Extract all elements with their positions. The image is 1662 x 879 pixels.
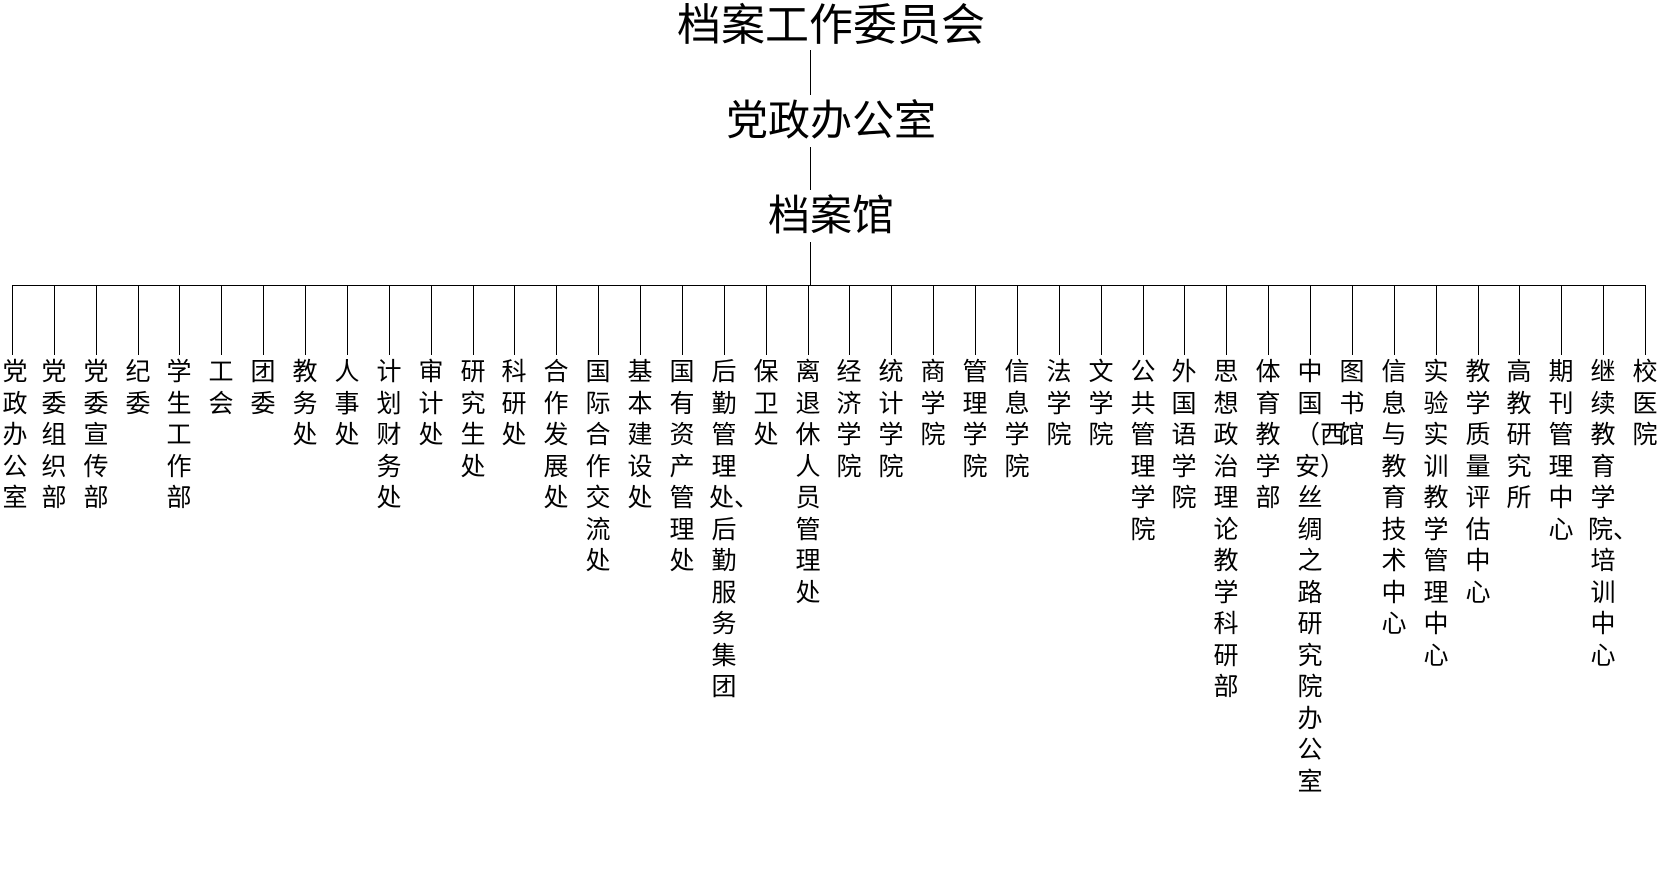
child-connector-16 — [682, 285, 683, 355]
child-connector-28 — [1184, 285, 1185, 355]
connector-root-to-second — [810, 50, 811, 95]
child-connector-8 — [347, 285, 348, 355]
child-unit-label-16: 国有资产管理处 — [669, 357, 695, 575]
child-unit-label-27: 公共管理学院 — [1130, 357, 1156, 544]
child-unit-label-33: 信息与教育技术中心 — [1381, 357, 1407, 638]
child-connector-18 — [766, 285, 767, 355]
child-connector-34 — [1436, 285, 1437, 355]
child-unit-label-24: 信息学院 — [1004, 357, 1030, 481]
child-unit-label-30: 体育教学部 — [1255, 357, 1281, 512]
second-node-party-office: 党政办公室 — [725, 96, 936, 145]
child-unit-label-26: 文学院 — [1088, 357, 1114, 449]
child-connector-22 — [933, 285, 934, 355]
child-unit-label-31: 中国（西安）丝绸之路研究院办公室 — [1295, 357, 1346, 796]
child-connector-12 — [514, 285, 515, 355]
child-connector-36 — [1519, 285, 1520, 355]
child-connector-4 — [179, 285, 180, 355]
child-connector-31 — [1310, 285, 1311, 355]
child-connector-9 — [389, 285, 390, 355]
child-connector-32 — [1352, 285, 1353, 355]
child-unit-label-15: 基本建设处 — [627, 357, 653, 512]
child-unit-label-19: 离退休人员管理处 — [795, 357, 821, 607]
child-unit-label-5: 工会 — [208, 357, 234, 418]
child-connector-33 — [1394, 285, 1395, 355]
child-connector-20 — [849, 285, 850, 355]
child-connector-35 — [1478, 285, 1479, 355]
child-unit-label-17: 后勤管理处、后勤服务集团 — [709, 357, 760, 701]
child-connector-7 — [305, 285, 306, 355]
child-connector-6 — [263, 285, 264, 355]
child-connector-19 — [808, 285, 809, 355]
child-unit-label-25: 法学院 — [1046, 357, 1072, 449]
child-unit-label-1: 党委组织部 — [41, 357, 67, 512]
child-unit-label-36: 高教研究所 — [1506, 357, 1532, 512]
child-unit-label-6: 团委 — [250, 357, 276, 418]
child-unit-label-18: 保卫处 — [753, 357, 779, 449]
child-connector-39 — [1645, 285, 1646, 355]
child-connector-24 — [1017, 285, 1018, 355]
child-connector-37 — [1561, 285, 1562, 355]
child-connector-1 — [54, 285, 55, 355]
child-unit-label-13: 合作发展处 — [543, 357, 569, 512]
child-connector-15 — [640, 285, 641, 355]
connector-third-to-bus — [810, 242, 811, 285]
child-unit-label-35: 教学质量评估中心 — [1465, 357, 1491, 607]
child-connector-3 — [138, 285, 139, 355]
child-unit-label-22: 商学院 — [920, 357, 946, 449]
child-connector-30 — [1268, 285, 1269, 355]
child-unit-label-4: 学生工作部 — [166, 357, 192, 512]
child-unit-label-21: 统计学院 — [878, 357, 904, 481]
child-connector-5 — [221, 285, 222, 355]
child-connector-13 — [556, 285, 557, 355]
child-unit-label-14: 国际合作交流处 — [585, 357, 611, 575]
connector-second-to-third — [810, 147, 811, 190]
child-unit-label-20: 经济学院 — [836, 357, 862, 481]
child-unit-label-9: 计划财务处 — [376, 357, 402, 512]
child-unit-label-3: 纪委 — [125, 357, 151, 418]
child-connector-27 — [1143, 285, 1144, 355]
child-connector-25 — [1059, 285, 1060, 355]
child-connector-10 — [431, 285, 432, 355]
child-unit-label-32: 图书馆 — [1339, 357, 1365, 449]
child-connector-2 — [96, 285, 97, 355]
child-unit-label-0: 党政办公室 — [2, 357, 28, 512]
child-unit-label-29: 思想政治理论教学科研部 — [1213, 357, 1239, 701]
child-unit-label-34: 实验实训教学管理中心 — [1423, 357, 1449, 670]
child-connector-29 — [1226, 285, 1227, 355]
child-connector-23 — [975, 285, 976, 355]
child-connector-26 — [1101, 285, 1102, 355]
child-connector-17 — [724, 285, 725, 355]
third-node-archives: 档案馆 — [767, 191, 894, 240]
child-connector-14 — [598, 285, 599, 355]
child-unit-label-28: 外国语学院 — [1171, 357, 1197, 512]
child-unit-label-37: 期刊管理中心 — [1548, 357, 1574, 544]
child-unit-label-12: 科研处 — [501, 357, 527, 449]
child-connector-21 — [891, 285, 892, 355]
child-connector-11 — [473, 285, 474, 355]
child-unit-label-10: 审计处 — [418, 357, 444, 449]
child-unit-label-7: 教务处 — [292, 357, 318, 449]
child-connector-38 — [1603, 285, 1604, 355]
root-node-archive-committee: 档案工作委员会 — [677, 0, 985, 51]
child-unit-label-23: 管理学院 — [962, 357, 988, 481]
child-unit-label-38: 继续教育学院、培训中心 — [1588, 357, 1639, 670]
child-unit-label-11: 研究生处 — [460, 357, 486, 481]
horizontal-bus-line — [12, 285, 1645, 286]
child-unit-label-2: 党委宣传部 — [83, 357, 109, 512]
child-unit-label-8: 人事处 — [334, 357, 360, 449]
child-unit-label-39: 校医院 — [1632, 357, 1658, 449]
child-connector-0 — [12, 285, 13, 355]
